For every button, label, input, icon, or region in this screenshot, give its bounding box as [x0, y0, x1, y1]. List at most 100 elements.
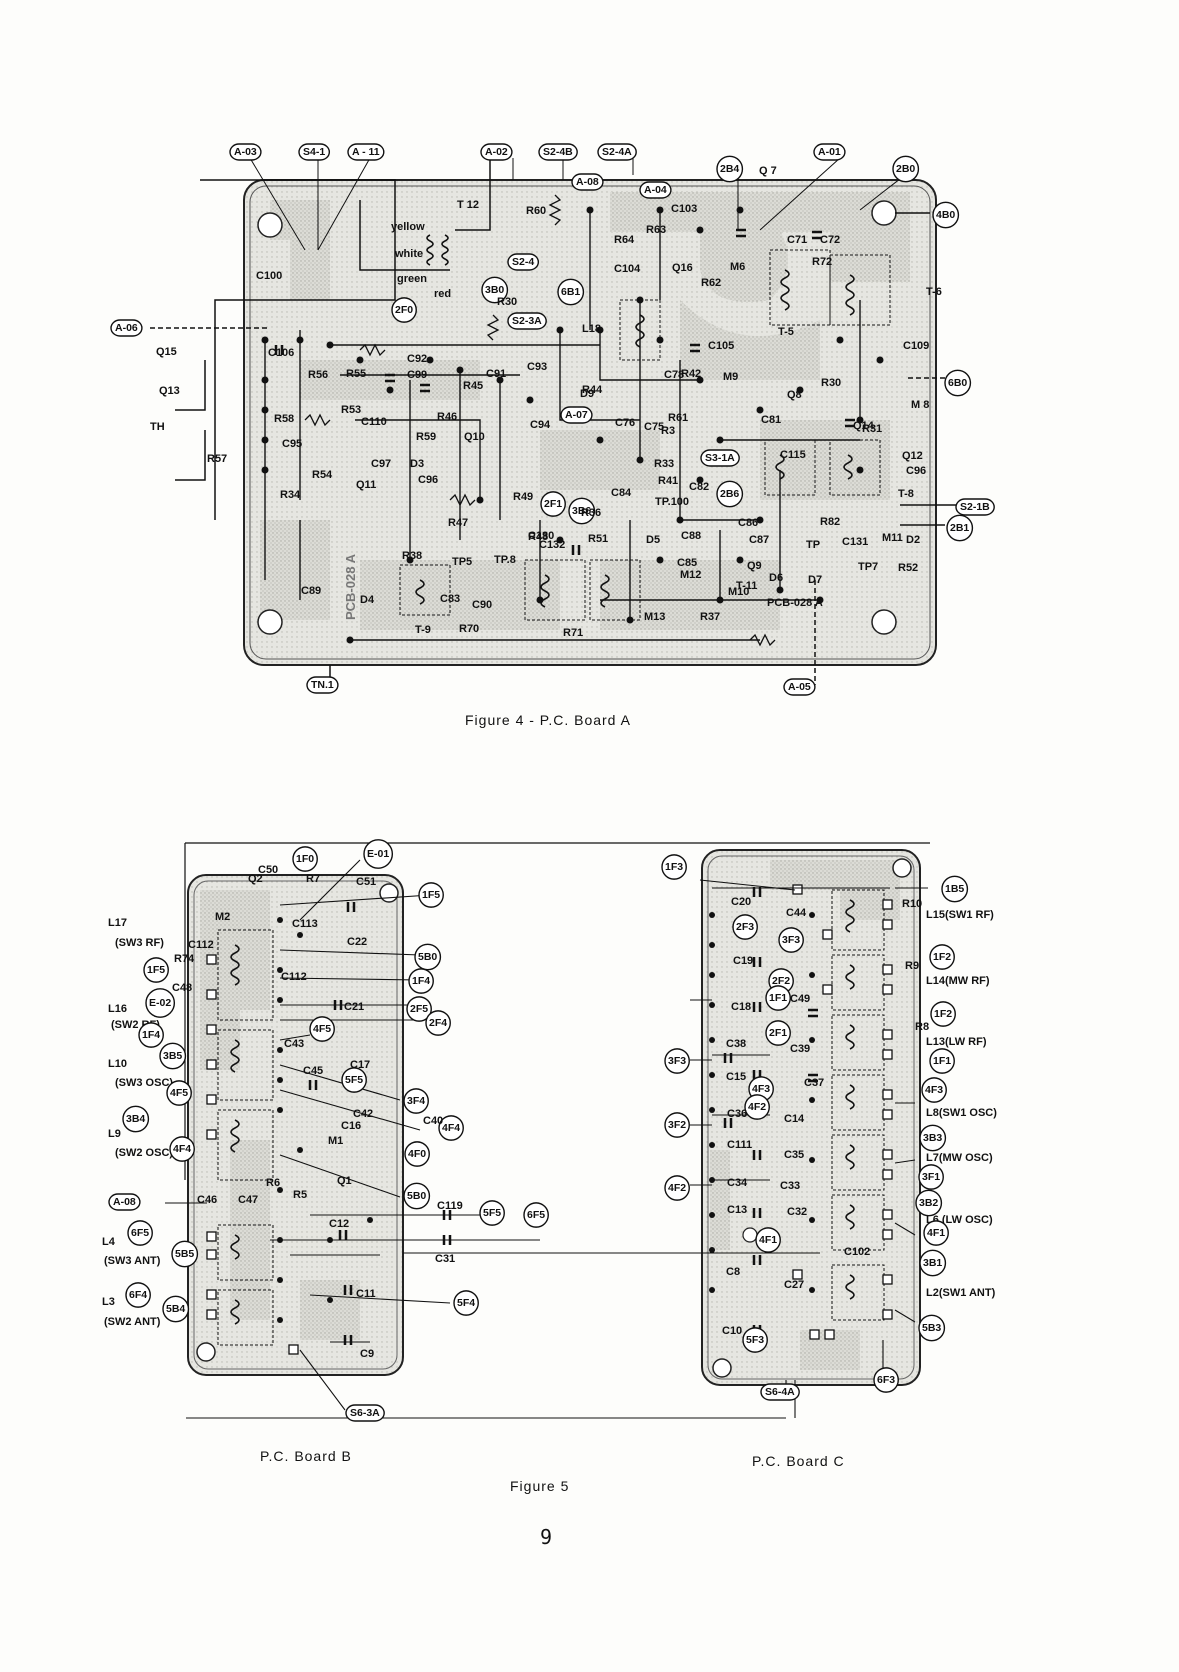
connector-outline	[661, 854, 687, 880]
connector-outline	[944, 369, 972, 397]
component-m2: M2	[215, 911, 230, 923]
connector-outline	[110, 319, 143, 337]
component-c-c14: C14	[784, 1113, 805, 1125]
component-c-c111: C111	[727, 1139, 752, 1151]
component-pcb-028-a: PCB-028 A	[767, 597, 823, 609]
figure-4-caption: Figure 4 - P.C. Board A	[465, 712, 631, 728]
connector-4f4: 4F4	[173, 1143, 191, 1155]
connector-outline	[932, 201, 960, 229]
connector-c-4f1: 4F1	[927, 1227, 945, 1239]
component-t-11: T-11	[736, 580, 757, 592]
component-c-c35: C35	[784, 1149, 804, 1161]
component-tp7: TP7	[858, 561, 878, 573]
connector-c-1f1: 1F1	[933, 1055, 951, 1067]
component-r5: R5	[293, 1189, 307, 1201]
connector-outline	[418, 882, 444, 908]
component-c17: C17	[350, 1059, 370, 1071]
component-c47: C47	[238, 1194, 258, 1206]
connector-2f1: 2F1	[544, 498, 562, 510]
component-r33: R33	[654, 458, 674, 470]
component-c112: C112	[281, 971, 307, 983]
component-c109: C109	[903, 340, 929, 352]
connector-outline	[921, 1077, 947, 1103]
component-c130: C130	[528, 530, 554, 542]
connector-c-3b2: 3B2	[919, 1197, 938, 1209]
component-q12: Q12	[902, 450, 923, 462]
connector-s2-4a: S2-4A	[602, 146, 632, 158]
connector-1f4: 1F4	[142, 1029, 160, 1041]
connector-outline	[919, 1249, 947, 1277]
board-c-caption: P.C. Board C	[752, 1453, 845, 1469]
component-c95: C95	[282, 438, 302, 450]
connector-outline	[480, 143, 513, 161]
component-c-c102: C102	[844, 1246, 870, 1258]
component-c83: C83	[440, 593, 460, 605]
component-c-c36: C36	[727, 1108, 747, 1120]
connector-outline	[560, 406, 593, 424]
connector-outline	[145, 988, 176, 1018]
connector-outline	[941, 875, 969, 903]
component-r48: R48	[528, 531, 548, 543]
component-r63: R63	[646, 224, 666, 236]
component-c85: C85	[677, 557, 697, 569]
component-q14: Q14	[853, 420, 875, 432]
component-r60: R60	[526, 205, 546, 217]
component-yellow: yellow	[391, 221, 425, 233]
board-c-labels: L15(SW1 RF)L14(MW RF)L13(LW RF)L8(SW1 OS…	[661, 854, 997, 1401]
connector-s2-3a: S2-3A	[512, 315, 542, 327]
connector-c-4f2: 4F2	[748, 1101, 766, 1113]
component-c84: C84	[611, 487, 632, 499]
connector-outline	[744, 1094, 770, 1120]
connector-4b0: 4B0	[936, 209, 955, 221]
connector-s3-1a: S3-1A	[705, 452, 735, 464]
component-r64: R64	[614, 234, 635, 246]
component-d9: D9	[580, 388, 594, 400]
component-c119: C119	[437, 1200, 463, 1212]
connector-outline	[345, 1404, 385, 1422]
connector-outline	[143, 957, 169, 983]
component-c81: C81	[761, 414, 781, 426]
connector-outline	[664, 1112, 690, 1138]
connector-e-01: E-01	[367, 848, 389, 860]
component-c76: C76	[615, 417, 635, 429]
component-c22: C22	[347, 936, 367, 948]
connector-a-03: A-03	[234, 146, 257, 158]
connector-outline	[425, 1010, 451, 1036]
component-c-c34: C34	[727, 1177, 748, 1189]
component-d3: D3	[410, 458, 424, 470]
component-c91: C91	[486, 368, 506, 380]
coil-label-11: (SW2 ANT)	[104, 1316, 161, 1328]
connector-outline	[404, 1141, 430, 1167]
component-d5: D5	[646, 534, 660, 546]
component-c-c38: C38	[726, 1038, 746, 1050]
connector-outline	[760, 1383, 800, 1401]
component-c40: C40	[423, 1115, 443, 1127]
connector-outline	[664, 1048, 690, 1074]
component-c75: C75	[644, 421, 664, 433]
component-r46: R46	[437, 411, 457, 423]
connector-c-5b3: 5B3	[922, 1322, 941, 1334]
component-c-c44: C44	[786, 907, 807, 919]
component-c105: C105	[708, 340, 734, 352]
coil-label-1: (SW3 RF)	[115, 937, 164, 949]
connector-outline	[292, 846, 318, 872]
component-r54: R54	[312, 469, 333, 481]
connector-6b1: 6B1	[561, 286, 580, 298]
component-c46: C46	[197, 1194, 217, 1206]
component-t-12: T 12	[457, 199, 479, 211]
component-r34: R34	[280, 489, 301, 501]
component-r55: R55	[346, 368, 366, 380]
connector-3b4: 3B4	[126, 1113, 145, 1125]
component-c-r8: R8	[915, 1021, 929, 1033]
component-c97: C97	[371, 458, 391, 470]
component-c43: C43	[284, 1038, 304, 1050]
component-c87: C87	[749, 534, 769, 546]
connector-c-1f1: 1F1	[769, 992, 787, 1004]
connector-6b0: 6B0	[948, 377, 967, 389]
connector-c-3b3: 3B3	[923, 1132, 942, 1144]
component-c106: C106	[268, 347, 294, 359]
component-tp-100: TP.100	[655, 496, 689, 508]
component-c-c49: C49	[790, 993, 810, 1005]
connector-s6-3a: S6-3A	[350, 1407, 380, 1419]
component-q1: Q1	[337, 1175, 352, 1187]
